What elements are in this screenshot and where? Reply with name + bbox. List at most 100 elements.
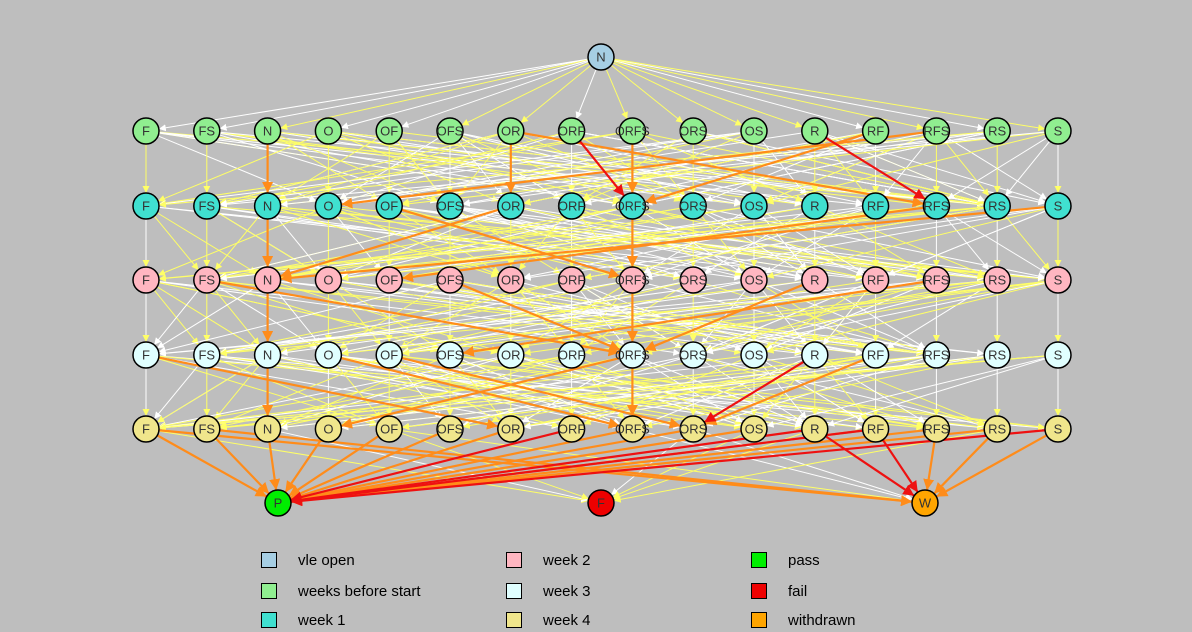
edge xyxy=(610,64,684,124)
edge xyxy=(219,282,559,355)
node-circle xyxy=(587,489,615,517)
node-circle xyxy=(1044,117,1072,145)
edge xyxy=(765,135,925,202)
node-circle xyxy=(497,192,525,220)
node-circle xyxy=(922,341,951,369)
edge xyxy=(645,281,1046,355)
node-circle xyxy=(618,341,647,369)
node-label: ORFS xyxy=(615,423,650,437)
node-circle xyxy=(740,117,768,145)
edge-strong xyxy=(923,441,936,491)
node-circle xyxy=(983,117,1011,145)
node-week-4-orf: ORF xyxy=(557,415,585,443)
node-label: ORFS xyxy=(615,200,650,214)
edge-strong xyxy=(401,357,681,429)
edge xyxy=(156,286,257,349)
edge xyxy=(705,282,1046,355)
edge-strong xyxy=(341,131,924,209)
edge xyxy=(605,68,628,120)
node-circle xyxy=(983,341,1011,369)
node-label: N xyxy=(263,199,272,214)
edge xyxy=(613,60,803,128)
node-label: OFS xyxy=(437,124,464,139)
node-week-1-rs: RS xyxy=(983,192,1011,220)
node-weeks-before-start-s: S xyxy=(1044,117,1072,145)
node-label: ORFS xyxy=(615,349,650,363)
edge xyxy=(947,137,1048,200)
node-week-3-f: F xyxy=(132,341,160,369)
node-week-2-of: OF xyxy=(375,266,403,294)
node-circle xyxy=(861,192,890,220)
node-label: OS xyxy=(745,199,764,214)
node-label: ORF xyxy=(558,273,586,288)
node-week-4-r: R xyxy=(801,415,829,443)
node-week-2-fs: FS xyxy=(193,266,221,294)
node-circle xyxy=(861,415,890,443)
edge xyxy=(158,132,742,208)
node-label: F xyxy=(142,273,150,288)
edge-strong xyxy=(401,206,924,283)
edge xyxy=(401,60,589,128)
node-circle xyxy=(983,415,1011,443)
edge xyxy=(944,140,990,197)
node-label: ORS xyxy=(679,124,708,139)
node-label: RF xyxy=(867,199,884,214)
edge-strong xyxy=(290,429,863,506)
edge-strong xyxy=(290,431,560,503)
node-label: N xyxy=(263,348,272,363)
node-label: R xyxy=(810,124,819,139)
node-week-1-f: F xyxy=(132,192,160,220)
node-circle xyxy=(1044,415,1072,443)
node-weeks-before-start-r: R xyxy=(801,117,829,145)
node-label: OS xyxy=(745,348,764,363)
edge xyxy=(219,58,589,131)
edge xyxy=(612,62,743,126)
node-week-4-or: OR xyxy=(497,415,525,443)
node-label: OF xyxy=(380,348,398,363)
node-label: F xyxy=(142,348,150,363)
edge-strong xyxy=(290,430,620,504)
node-label: RS xyxy=(988,348,1006,363)
edge-strong xyxy=(158,429,913,507)
node-label: FS xyxy=(198,422,215,437)
node-week-4-ofs: OFS xyxy=(436,415,464,443)
node-week-1-n: N xyxy=(253,192,282,220)
node-circle xyxy=(253,266,282,294)
node-week-1-rfs: RFS xyxy=(922,192,951,220)
node-circle xyxy=(314,117,343,145)
node-week-2-orfs: ORFS xyxy=(615,266,650,294)
node-circle xyxy=(132,341,160,369)
edge xyxy=(461,62,590,126)
node-week-3-rf: RF xyxy=(861,341,890,369)
node-circle xyxy=(618,117,647,145)
edge xyxy=(153,289,200,346)
node-week-3-fs: FS xyxy=(193,341,221,369)
edge xyxy=(158,282,438,354)
edge xyxy=(218,359,378,425)
node-circle xyxy=(264,489,292,517)
node-label: W xyxy=(919,496,932,511)
node-label: OF xyxy=(380,422,398,437)
node-circle xyxy=(253,117,282,145)
node-circle xyxy=(436,341,464,369)
node-week-2-orf: ORF xyxy=(557,266,586,294)
node-weeks-before-start-n: N xyxy=(253,117,282,145)
edge xyxy=(613,58,985,131)
node-label: ORFS xyxy=(615,125,650,139)
node-label: ORF xyxy=(558,199,586,214)
node-circle xyxy=(375,266,403,294)
node-circle xyxy=(193,415,221,443)
node-circle xyxy=(436,192,464,220)
node-week-4-os: OS xyxy=(740,415,768,443)
node-label: OS xyxy=(745,422,764,437)
node-circle xyxy=(861,117,890,145)
node-label: ORF xyxy=(558,124,586,139)
node-label: ORF xyxy=(558,348,586,363)
node-label: RFS xyxy=(923,124,949,139)
node-circle xyxy=(193,341,221,369)
node-circle xyxy=(314,341,343,369)
node-circle xyxy=(618,266,647,294)
node-label: F xyxy=(597,496,605,511)
node-week-1-or: OR xyxy=(497,192,525,220)
edge xyxy=(336,289,382,346)
